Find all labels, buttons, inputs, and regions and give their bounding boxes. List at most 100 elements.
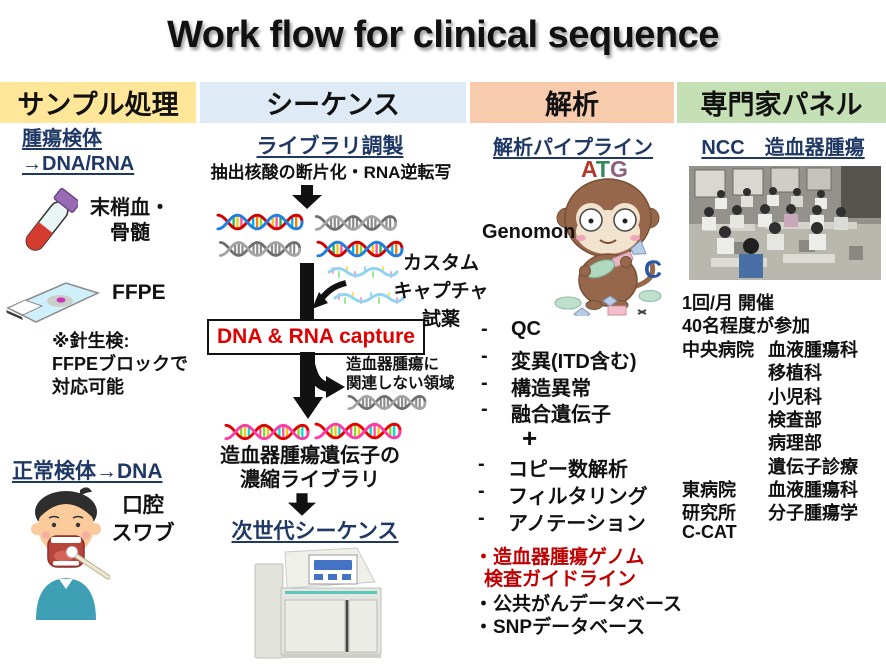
down-arrow-icon (288, 493, 316, 516)
guideline-ref-line1: ・造血器腫瘍ゲノム (474, 547, 645, 568)
sequencer-icon (254, 547, 382, 659)
enriched-line1: 造血器腫瘍遺伝子の (220, 445, 400, 467)
panel-org-row: 検査部 (682, 406, 822, 432)
pipeline-step: - QC (481, 318, 541, 341)
mascot-letter-c: C (644, 256, 663, 284)
pipeline-step: - 構造異常 (481, 372, 591, 401)
panel-org-row: 東病院 血液腫瘍科 (682, 476, 858, 502)
library-prep-subtitle: 抽出核酸の断片化・RNA逆転写 (210, 163, 452, 182)
pipeline-step: - フィルタリング (478, 480, 648, 509)
mascot-letter-g: G (609, 156, 628, 182)
oral-swab-label: 口腔 スワブ (106, 492, 180, 548)
dept-name: 検査部 (768, 410, 822, 430)
step-structural: 構造異常 (511, 378, 591, 400)
swab-label-line1: 口腔 (122, 494, 164, 517)
dept-name: 病理部 (768, 433, 822, 453)
needle-biopsy-note: ※針生検: FFPEブロックで 対応可能 (52, 330, 188, 399)
header-expert-panel: 専門家パネル (677, 82, 886, 123)
tumor-specimen-line2: →DNA/RNA (22, 153, 135, 175)
header-sample-processing: サンプル処理 (0, 82, 196, 123)
custom-capture-reagent-label: カスタム キャプチャ 試薬 (393, 250, 489, 334)
reagent-line1: カスタム (402, 253, 479, 274)
dna-helix-red-icon (224, 419, 310, 445)
org-name: 研究所 (682, 503, 736, 523)
page-title: Work flow for clinical sequence (167, 14, 719, 56)
analysis-pipeline-heading: 解析パイプライン (493, 137, 653, 159)
ffpe-slide-icon (6, 282, 101, 323)
blood-marrow-label: 末梢血・ 骨髄 (84, 196, 176, 246)
plus-sign: + (522, 423, 538, 453)
guideline-ref-line2: 検査ガイドライン (484, 569, 637, 590)
dept-name: 遺伝子診療 (768, 457, 858, 477)
list-dash: - (481, 345, 488, 367)
dept-name: 血液腫瘍科 (768, 340, 858, 360)
step-mutation: 変異(ITD含む) (511, 351, 637, 373)
dna-helix-gray-icon (314, 211, 398, 235)
ncc-panel-heading: NCC 造血器腫瘍 (701, 137, 865, 159)
step-fusion: 融合遺伝子 (511, 404, 611, 426)
tumor-specimen-line1: 腫瘍検体 (22, 128, 102, 150)
panel-org-row: 移植科 (682, 359, 822, 385)
list-dash: - (478, 507, 485, 529)
excluded-region-label: 造血器腫瘍に 関連しない領域 (346, 355, 455, 393)
dna-helix-color-icon (316, 236, 404, 262)
list-dash: - (481, 318, 488, 340)
mascot-atg-letters: ATG (581, 156, 628, 183)
enriched-line2: 濃縮ライブラリ (240, 469, 380, 491)
dna-helix-red-icon (314, 418, 402, 444)
ffpe-label: FFPE (112, 281, 166, 304)
normal-specimen-heading: 正常検体→DNA (12, 460, 163, 483)
note-line1: ※針生検: (52, 331, 130, 351)
step-qc: QC (511, 318, 541, 340)
panel-frequency: 1回/月 開催 (682, 293, 775, 313)
note-line2: FFPEブロックで (52, 354, 189, 374)
tumor-specimen-heading: 腫瘍検体 →DNA/RNA (22, 127, 134, 177)
blood-label-line1: 末梢血・ (90, 197, 170, 219)
dept-name: 小児科 (768, 387, 822, 407)
mouth-swab-person-icon (31, 487, 110, 620)
org-name: 東病院 (682, 480, 736, 500)
panel-org-row: 病理部 (682, 429, 822, 455)
header-analysis: 解析 (470, 82, 674, 123)
list-dash: - (481, 398, 488, 420)
snp-db-ref: ・SNPデータベース (474, 617, 646, 638)
capture-flow-shaft (300, 263, 314, 320)
step-filtering: フィルタリング (508, 486, 648, 508)
panel-org-row: 小児科 (682, 383, 822, 409)
mascot-letter-t: T (595, 156, 610, 182)
rna-probe-strand-icon (327, 264, 399, 280)
panel-org-row: 研究所 分子腫瘍学 (682, 499, 858, 525)
dna-helix-gray-icon (218, 237, 302, 261)
dept-name: 血液腫瘍科 (768, 480, 858, 500)
pipeline-step: - アノテーション (478, 507, 646, 536)
panel-org-row: 遺伝子診療 (682, 453, 858, 479)
pipeline-step: - 融合遺伝子 (481, 398, 611, 427)
swab-label-line2: スワブ (111, 522, 175, 545)
step-annotation: アノテーション (508, 513, 646, 535)
reagent-line2: キャプチャ (393, 281, 489, 302)
down-arrow-icon (292, 185, 322, 209)
panel-org-row: C-CAT (682, 522, 768, 543)
org-name: 中央病院 (682, 340, 754, 360)
note-line3: 対応可能 (52, 377, 124, 397)
dept-name: 移植科 (768, 363, 822, 383)
list-dash: - (481, 372, 488, 394)
panel-org-row: 中央病院血液腫瘍科 (682, 336, 858, 362)
enriched-library-label: 造血器腫瘍遺伝子の 濃縮ライブラリ (210, 444, 410, 492)
genomon-label: Genomon (482, 221, 576, 243)
dna-helix-color-icon (216, 209, 304, 235)
blood-tube-icon (25, 187, 78, 251)
dna-rna-capture-box: DNA & RNA capture (207, 319, 425, 355)
panel-participants: 40名程度が参加 (682, 316, 811, 336)
mascot-letter-a: A (581, 156, 596, 182)
blood-label-line2: 骨髄 (110, 222, 150, 244)
ngs-heading: 次世代シーケンス (231, 520, 399, 543)
org-name: C-CAT (682, 522, 737, 542)
dna-helix-gray-icon (347, 391, 427, 414)
library-prep-heading: ライブラリ調製 (256, 135, 404, 158)
reagent-line3: 試薬 (421, 309, 460, 330)
public-cancer-db-ref: ・公共がんデータベース (474, 594, 683, 615)
step-copy-number: コピー数解析 (508, 459, 628, 481)
dept-name: 分子腫瘍学 (768, 503, 858, 523)
